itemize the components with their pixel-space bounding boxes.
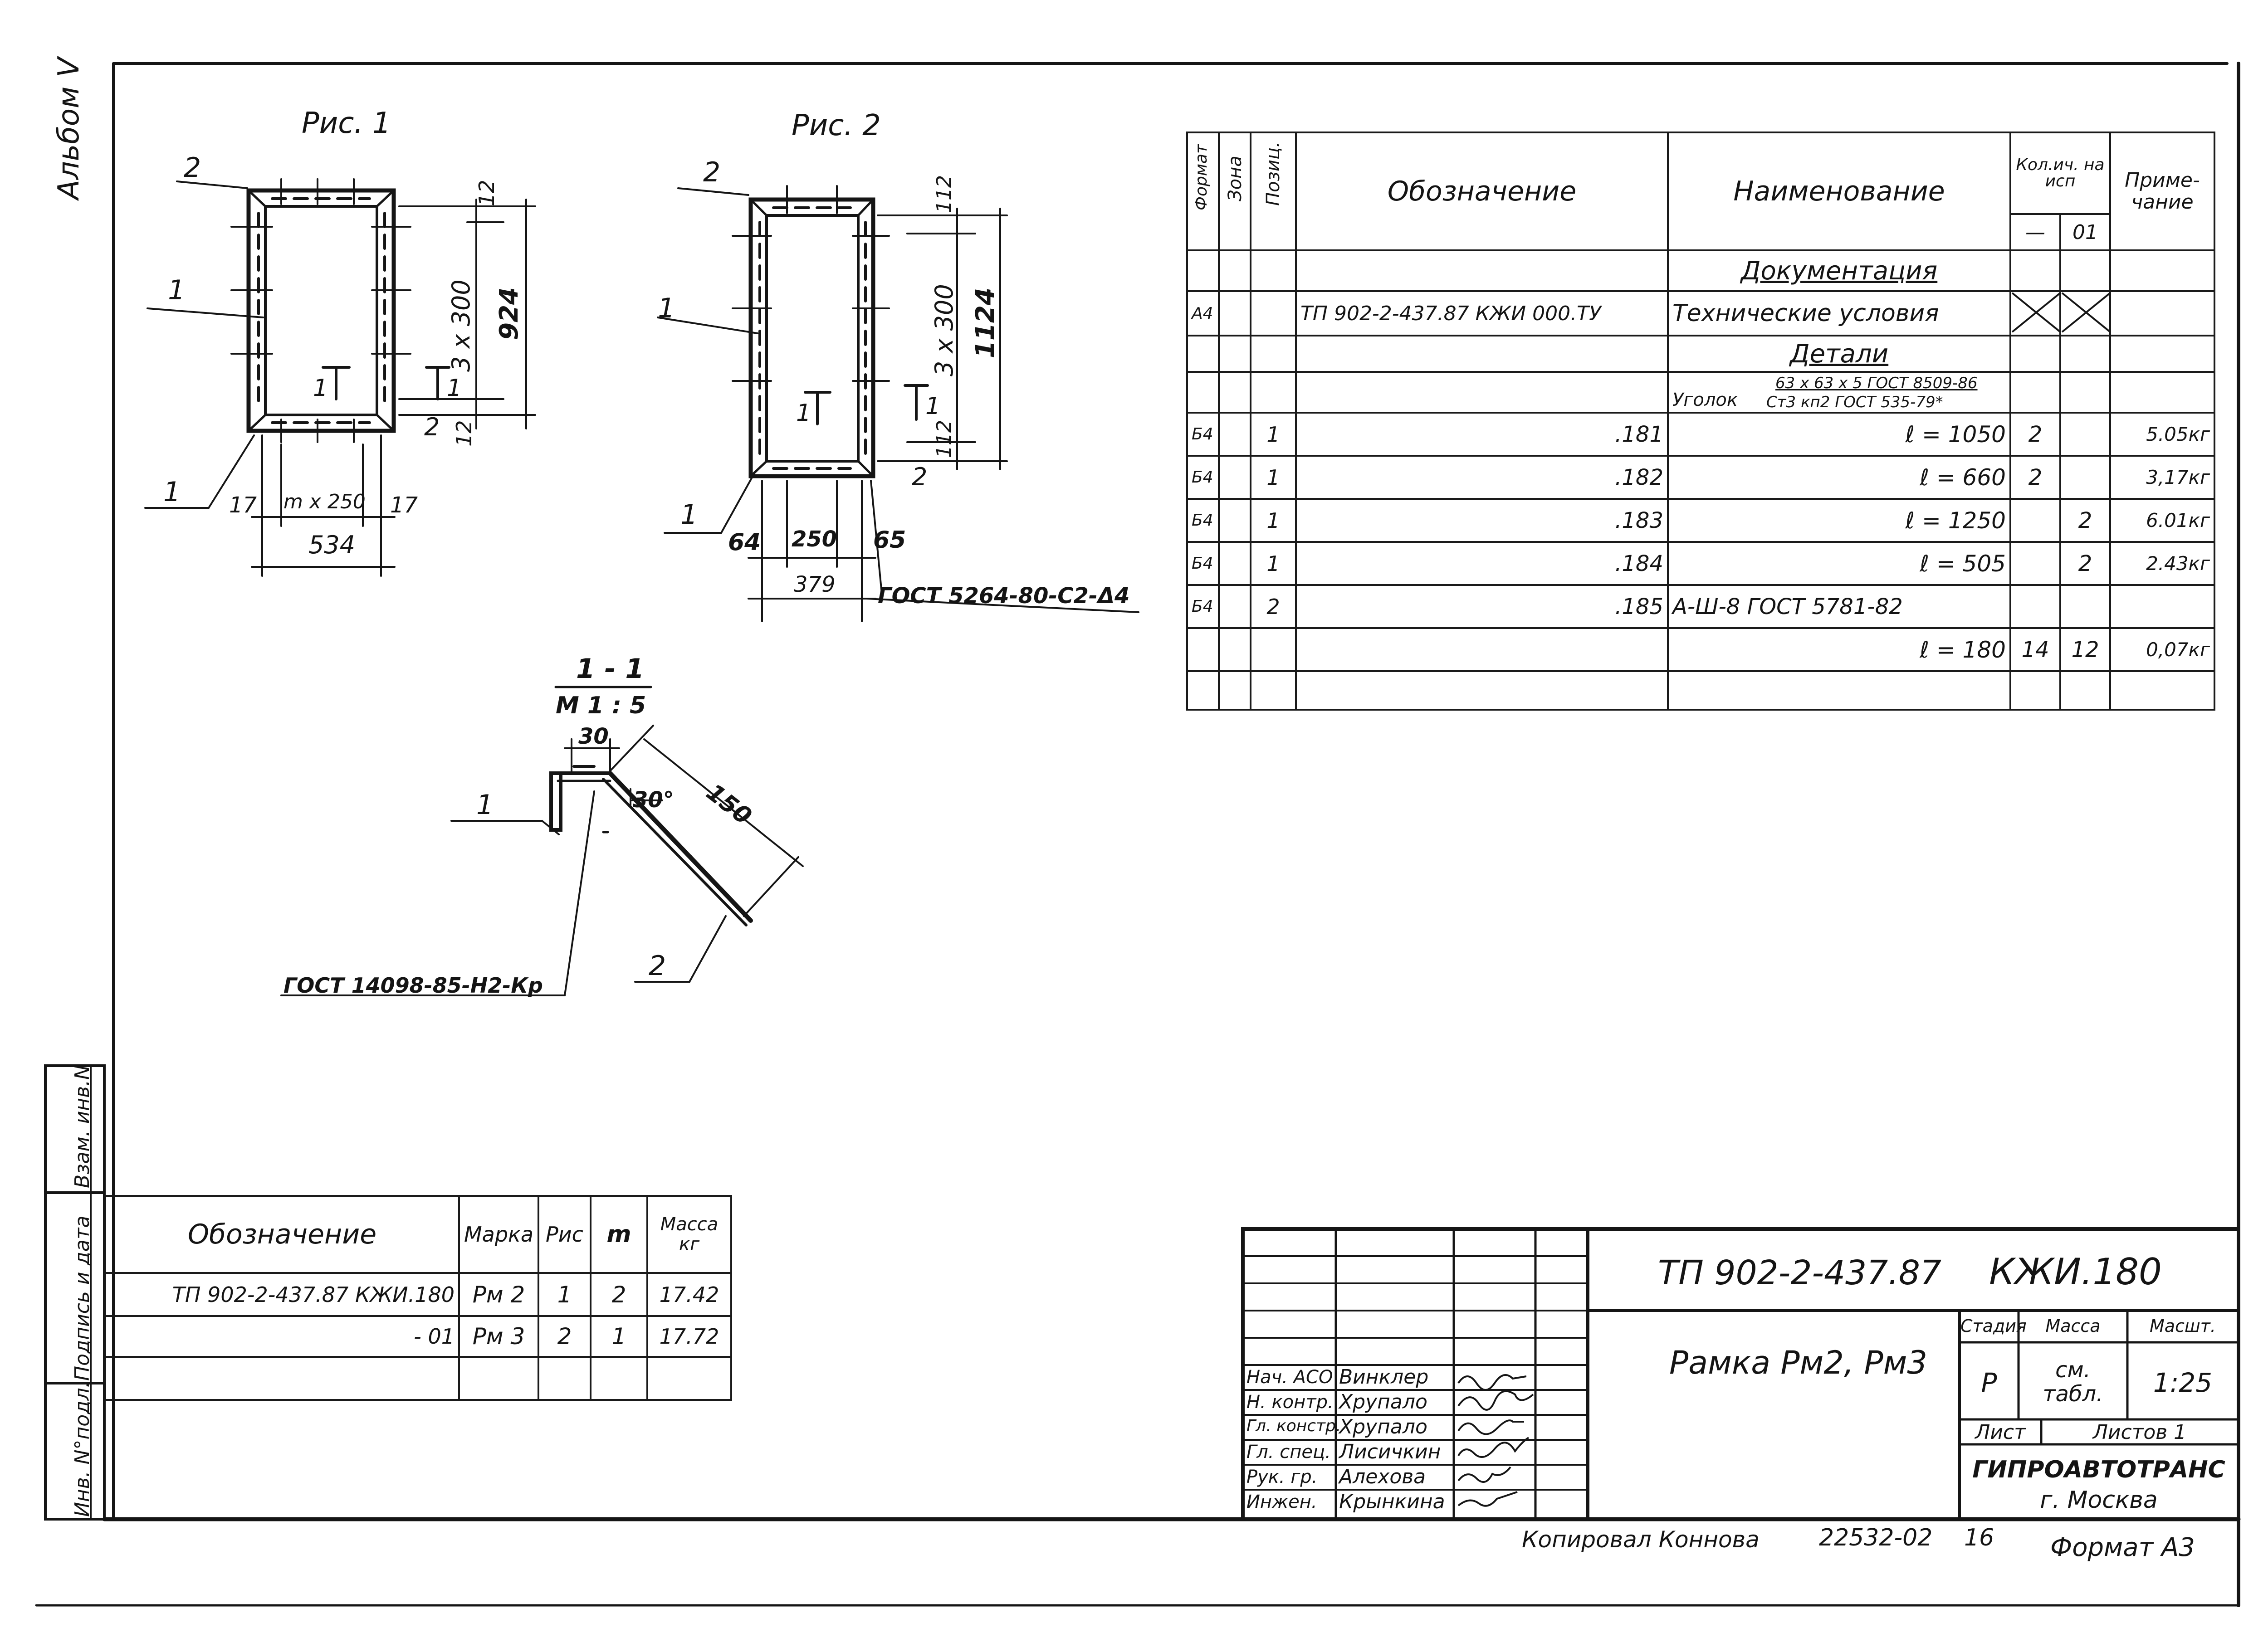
- fig2-section-mark: 1: [796, 400, 811, 427]
- person-name: Алехова: [1339, 1465, 1426, 1488]
- specification-table: Формат Зона Позиц. Обозначение Наименова…: [1186, 132, 2216, 711]
- person-name: Лисичкин: [1339, 1440, 1441, 1463]
- angle-name: Уголок: [1672, 390, 1738, 410]
- section-weld-note: ГОСТ 14098-85-Н2-Кр: [284, 973, 543, 998]
- fig1-section-mark: 1: [313, 375, 328, 402]
- spec-header-row: Формат Зона Позиц. Обозначение Наименова…: [1186, 132, 2216, 251]
- scale-label: Масшт.: [2150, 1316, 2216, 1336]
- spec-header-zone: Зона: [1218, 132, 1251, 251]
- signature-scribbles: [1457, 1374, 1534, 1507]
- person-role: Инжен.: [1246, 1492, 1317, 1512]
- fig2-dim-65: 65: [873, 526, 906, 554]
- spec-header-format: Формат: [1186, 132, 1220, 251]
- stage-label: Стадия: [1960, 1316, 2027, 1336]
- sheet-label: Лист: [1975, 1421, 2026, 1444]
- cross-cell: [2059, 290, 2112, 336]
- fig1-dim-m: m x 250: [284, 490, 366, 513]
- marks-table: Обозначение Марка Рис m Масса кг ТП 902-…: [104, 1195, 732, 1401]
- fig2-title: Рис. 2: [792, 109, 881, 142]
- marks-row-empty: [104, 1356, 732, 1401]
- spec-row-documentation: Документация: [1186, 249, 2216, 292]
- spec-header-pos: Позиц.: [1250, 132, 1297, 251]
- fig1-pos1-label: 1: [168, 274, 186, 306]
- organization-city: г. Москва: [2040, 1487, 2158, 1514]
- sheets-label: Листов 1: [2092, 1421, 2187, 1444]
- fig2-dim-250: 250: [792, 526, 837, 552]
- paper-format: Формат А3: [2050, 1533, 2195, 1562]
- fig2-section-mark-side: 1: [925, 393, 941, 420]
- fig1-dim-width: 534: [308, 531, 356, 559]
- spec-row-185-length: ℓ = 180 14 12 0,07кг: [1186, 627, 2216, 672]
- fig1-dim-17-right: 17: [390, 492, 418, 518]
- stage-value: Р: [1981, 1367, 1997, 1398]
- person-role: Нач. АСО: [1246, 1367, 1333, 1388]
- section-dim-30: 30: [578, 724, 609, 749]
- section-pos2-label: 2: [649, 950, 666, 982]
- section-title: 1 - 1: [576, 653, 645, 685]
- angle-profile: 63 x 63 x 5 ГОСТ 8509-86: [1775, 374, 1978, 392]
- fig2-pos1-bottom-label: 1: [680, 499, 698, 531]
- fig2-pos1-label: 1: [658, 292, 675, 324]
- fig1-dim-17-left: 17: [229, 492, 257, 518]
- spec-header-qty: Кол.ич. на исп: [2009, 132, 2112, 215]
- fig1-title: Рис. 1: [302, 107, 391, 140]
- marks-row-rm2: ТП 902-2-437.87 КЖИ.180 Рм 2 1 2 17.42: [104, 1272, 732, 1317]
- organization: ГИПРОАВТОТРАНС: [1972, 1456, 2225, 1483]
- mass-value: см. табл.: [2043, 1357, 2103, 1407]
- fig2-dim-379: 379: [794, 572, 836, 597]
- scale-value: 1:25: [2153, 1367, 2213, 1398]
- spec-row-182: Б4 1 .182 ℓ = 660 2 3,17кг: [1186, 455, 2216, 500]
- doc-sheet-code: КЖИ.180: [1989, 1251, 2162, 1293]
- person-name: Крынкина: [1339, 1490, 1445, 1513]
- fig2-dim-2: 2: [912, 463, 928, 491]
- spec-row-184: Б4 1 .184 ℓ = 505 2 2.43кг: [1186, 541, 2216, 586]
- person-name: Винклер: [1339, 1365, 1429, 1389]
- section-angle: 30°: [633, 787, 674, 813]
- spec-header-qty-base: —: [2009, 213, 2061, 251]
- spec-header-qty-01: 01: [2059, 213, 2112, 251]
- drawing-name: Рамка Рм2, Рм3: [1669, 1344, 1927, 1381]
- fig1-pos1-bottom-label: 1: [163, 476, 181, 508]
- spec-row-tech-conditions: А4 ТП 902-2-437.87 КЖИ 000.ТУ Технически…: [1186, 290, 2216, 336]
- spec-row-183: Б4 1 .183 ℓ = 1250 2 6.01кг: [1186, 498, 2216, 543]
- person-name: Хрупало: [1339, 1415, 1427, 1438]
- person-name: Хрупало: [1339, 1390, 1427, 1414]
- spec-header-name: Наименование: [1667, 132, 2011, 251]
- marks-header-row: Обозначение Марка Рис m Масса кг: [104, 1195, 732, 1274]
- spec-row-181: Б4 1 .181 ℓ = 1050 2 5.05кг: [1186, 412, 2216, 457]
- fig1-dim-2: 2: [424, 413, 440, 441]
- marks-row-rm3: - 01 Рм 3 2 1 17.72: [104, 1315, 732, 1358]
- fig2-dim-64: 64: [728, 529, 761, 556]
- doc-code: ТП 902-2-437.87: [1658, 1253, 1942, 1292]
- fig1-pos2-label: 2: [184, 152, 201, 184]
- mass-label: Масса: [2045, 1316, 2101, 1336]
- order-number: 22532-02: [1819, 1524, 1933, 1551]
- cross-cell: [2009, 290, 2061, 336]
- fig2-weld-note: ГОСТ 5264-80-С2-Δ4: [878, 583, 1130, 609]
- spec-row-details: Детали: [1186, 335, 2216, 373]
- spec-row-angle: Уголок 63 x 63 x 5 ГОСТ 8509-86 Ст3 кп2 …: [1186, 371, 2216, 414]
- fig1-section-mark-side: 1: [447, 375, 462, 402]
- person-role: Гл. спец.: [1246, 1442, 1331, 1462]
- spec-header-designation: Обозначение: [1295, 132, 1669, 251]
- person-role: Н. контр.: [1246, 1392, 1334, 1413]
- fig2-pos2-label: 2: [703, 156, 721, 188]
- spec-row-185: Б4 2 .185 А-Ш-8 ГОСТ 5781-82: [1186, 584, 2216, 629]
- person-role: Рук. гр.: [1246, 1467, 1318, 1487]
- sheet-number: 16: [1964, 1524, 1994, 1551]
- section-scale: М 1 : 5: [556, 692, 646, 719]
- person-role: Гл. констр.: [1246, 1417, 1341, 1435]
- spec-row-empty: [1186, 670, 2216, 711]
- copied-by: Копировал Коннова: [1522, 1526, 1760, 1553]
- angle-steel: Ст3 кп2 ГОСТ 535-79*: [1766, 393, 1943, 411]
- spec-header-note: Приме- чание: [2109, 132, 2216, 251]
- section-pos1-label: 1: [476, 789, 494, 821]
